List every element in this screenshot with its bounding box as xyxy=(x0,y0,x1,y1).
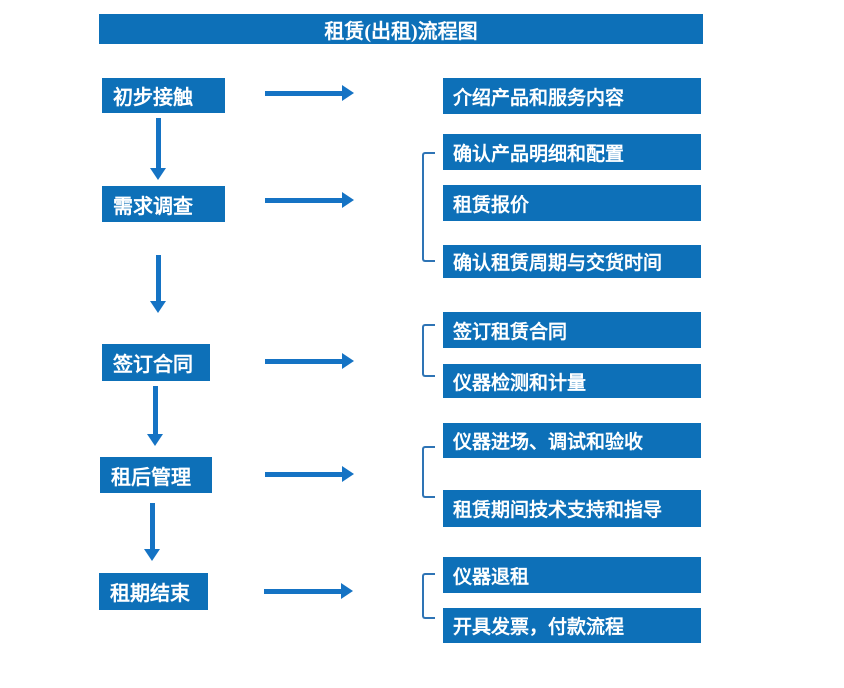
output-box-instrument-return: 仪器退租 xyxy=(443,557,701,593)
output-box-rental-quotation: 租赁报价 xyxy=(443,185,701,221)
arrow-stem xyxy=(152,386,158,434)
output-box-technical-support: 租赁期间技术支持和指导 xyxy=(443,490,701,527)
arrow-stem xyxy=(265,358,342,364)
arrow-stem xyxy=(265,197,342,203)
group-bracket xyxy=(422,573,435,619)
output-box-sign-rental-contract: 签订租赁合同 xyxy=(443,312,701,348)
arrow-stem xyxy=(149,503,155,549)
arrow-stem xyxy=(155,255,161,301)
arrow-head xyxy=(342,466,354,482)
arrow-head xyxy=(342,192,354,208)
step-box-demand-survey: 需求调查 xyxy=(102,186,225,222)
arrow-head xyxy=(147,434,163,446)
step-box-post-rental-management: 租后管理 xyxy=(100,457,212,493)
right-arrow-icon xyxy=(265,353,354,369)
output-box-instrument-testing: 仪器检测和计量 xyxy=(443,364,701,398)
arrow-stem xyxy=(155,118,161,168)
output-box-instrument-entry-debug: 仪器进场、调试和验收 xyxy=(443,423,701,458)
arrow-stem xyxy=(265,90,342,96)
arrow-head xyxy=(150,168,166,180)
right-arrow-icon xyxy=(265,85,354,101)
down-arrow-icon xyxy=(150,255,166,313)
group-bracket xyxy=(422,324,435,377)
right-arrow-icon xyxy=(264,583,353,599)
arrow-stem xyxy=(264,588,341,594)
group-bracket xyxy=(422,446,435,498)
step-box-rental-end: 租期结束 xyxy=(99,573,208,610)
down-arrow-icon xyxy=(150,118,166,180)
arrow-head xyxy=(144,549,160,561)
flowchart-title: 租赁(出租)流程图 xyxy=(99,14,703,44)
output-box-introduce-products: 介绍产品和服务内容 xyxy=(443,78,701,114)
arrow-stem xyxy=(265,471,342,477)
right-arrow-icon xyxy=(265,192,354,208)
down-arrow-icon xyxy=(144,503,160,561)
arrow-head xyxy=(342,353,354,369)
output-box-confirm-product-details: 确认产品明细和配置 xyxy=(443,134,701,170)
step-box-initial-contact: 初步接触 xyxy=(102,78,225,113)
arrow-head xyxy=(342,85,354,101)
group-bracket xyxy=(422,152,435,262)
output-box-confirm-rental-period: 确认租赁周期与交货时间 xyxy=(443,245,701,278)
output-box-invoice-payment: 开具发票，付款流程 xyxy=(443,608,701,643)
right-arrow-icon xyxy=(265,466,354,482)
arrow-head xyxy=(150,301,166,313)
arrow-head xyxy=(341,583,353,599)
step-box-sign-contract: 签订合同 xyxy=(102,344,210,381)
down-arrow-icon xyxy=(147,386,163,446)
